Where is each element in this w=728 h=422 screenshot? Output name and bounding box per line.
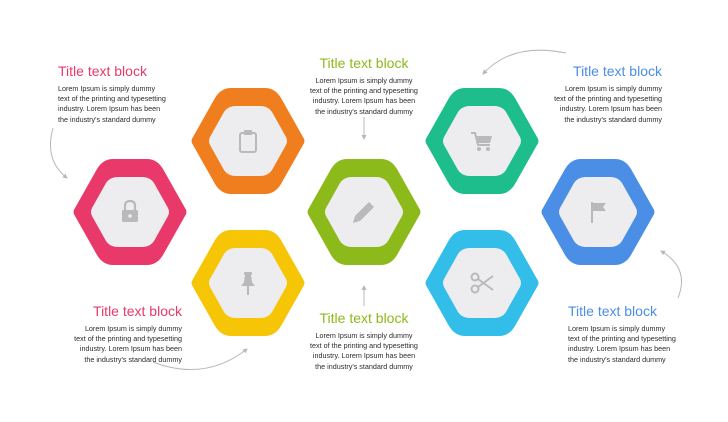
text-block-body: Lorem Ipsum is simply dummy text of the … bbox=[42, 324, 182, 365]
body-line: text of the printing and typesetting bbox=[310, 86, 418, 96]
text-block-body: Lorem Ipsum is simply dummy text of the … bbox=[294, 331, 434, 372]
body-line: the industry's standard dummy bbox=[58, 114, 156, 124]
text-block-title: Title text block bbox=[319, 55, 409, 71]
body-line: text of the printing and typesetting bbox=[568, 334, 676, 344]
shopping-cart-icon bbox=[471, 132, 492, 151]
text-block-body: Lorem Ipsum is simply dummy text of the … bbox=[522, 84, 662, 125]
text-block-title: Title text block bbox=[568, 303, 657, 319]
body-line: Lorem Ipsum is simply dummy bbox=[84, 324, 182, 333]
text-block-title: Title text block bbox=[58, 63, 147, 79]
text-block-top-left: Title text block Lorem Ipsum is simply d… bbox=[58, 63, 198, 125]
body-line: Lorem Ipsum is simply dummy bbox=[564, 84, 662, 93]
pencil-icon bbox=[353, 202, 374, 223]
connector-arrow-top-right bbox=[482, 49, 567, 75]
body-line: the industry's standard dummy bbox=[315, 361, 413, 371]
body-line: industry. Lorem Ipsum has been bbox=[79, 344, 182, 354]
hexagon-inner bbox=[559, 177, 637, 247]
text-block-title: Title text block bbox=[319, 310, 409, 326]
pushpin-icon bbox=[241, 272, 255, 295]
body-line: Lorem Ipsum is simply dummy bbox=[315, 331, 413, 340]
body-line: Lorem Ipsum is simply dummy bbox=[315, 76, 413, 85]
body-line: industry. Lorem Ipsum has been bbox=[58, 104, 161, 114]
text-block-title: Title text block bbox=[573, 63, 662, 79]
hexagon-node-lock bbox=[73, 159, 187, 265]
body-line: the industry's standard dummy bbox=[568, 354, 666, 364]
scissors-icon bbox=[470, 272, 494, 294]
connector-arrow-bottom-left bbox=[152, 348, 248, 371]
connector-arrow-top-left bbox=[50, 127, 68, 179]
body-line: industry. Lorem Ipsum has been bbox=[312, 351, 416, 361]
body-line: text of the printing and typesetting bbox=[58, 94, 166, 104]
text-block-body: Lorem Ipsum is simply dummy text of the … bbox=[294, 76, 434, 117]
text-block-body: Lorem Ipsum is simply dummy text of the … bbox=[58, 84, 198, 125]
hexagon-node-pushpin bbox=[191, 230, 305, 336]
flag-icon bbox=[591, 202, 606, 223]
lock-icon bbox=[122, 199, 138, 222]
hexagon-inner bbox=[209, 106, 287, 176]
body-line: the industry's standard dummy bbox=[84, 354, 182, 364]
body-line: Lorem Ipsum is simply dummy bbox=[58, 84, 156, 93]
text-block-bottom-center: Title text block Lorem Ipsum is simply d… bbox=[294, 310, 434, 372]
hexagon-node-flag bbox=[541, 159, 655, 265]
text-block-title: Title text block bbox=[93, 303, 182, 319]
text-block-bottom-left: Title text block Lorem Ipsum is simply d… bbox=[42, 303, 182, 365]
body-line: text of the printing and typesetting bbox=[310, 341, 418, 351]
body-line: industry. Lorem Ipsum has been bbox=[312, 96, 416, 106]
body-line: Lorem Ipsum is simply dummy bbox=[568, 324, 666, 333]
text-block-top-center: Title text block Lorem Ipsum is simply d… bbox=[294, 55, 434, 117]
connector-arrow-bottom-right bbox=[660, 250, 682, 299]
hexagon-node-scissors bbox=[425, 230, 539, 336]
body-line: text of the printing and typesetting bbox=[74, 334, 182, 344]
hexagon-node-cart bbox=[425, 88, 539, 194]
clipboard-icon bbox=[239, 130, 257, 153]
body-line: industry. Lorem Ipsum has been bbox=[559, 104, 662, 114]
text-block-body: Lorem Ipsum is simply dummy text of the … bbox=[568, 324, 708, 365]
text-block-bottom-right: Title text block Lorem Ipsum is simply d… bbox=[568, 303, 708, 365]
body-line: the industry's standard dummy bbox=[564, 114, 662, 124]
body-line: text of the printing and typesetting bbox=[554, 94, 662, 104]
body-line: industry. Lorem Ipsum has been bbox=[568, 344, 671, 354]
text-block-top-right: Title text block Lorem Ipsum is simply d… bbox=[522, 63, 662, 125]
hexagon-node-pencil bbox=[307, 159, 421, 265]
hexagon-node-clipboard bbox=[191, 88, 305, 194]
body-line: the industry's standard dummy bbox=[315, 106, 413, 116]
